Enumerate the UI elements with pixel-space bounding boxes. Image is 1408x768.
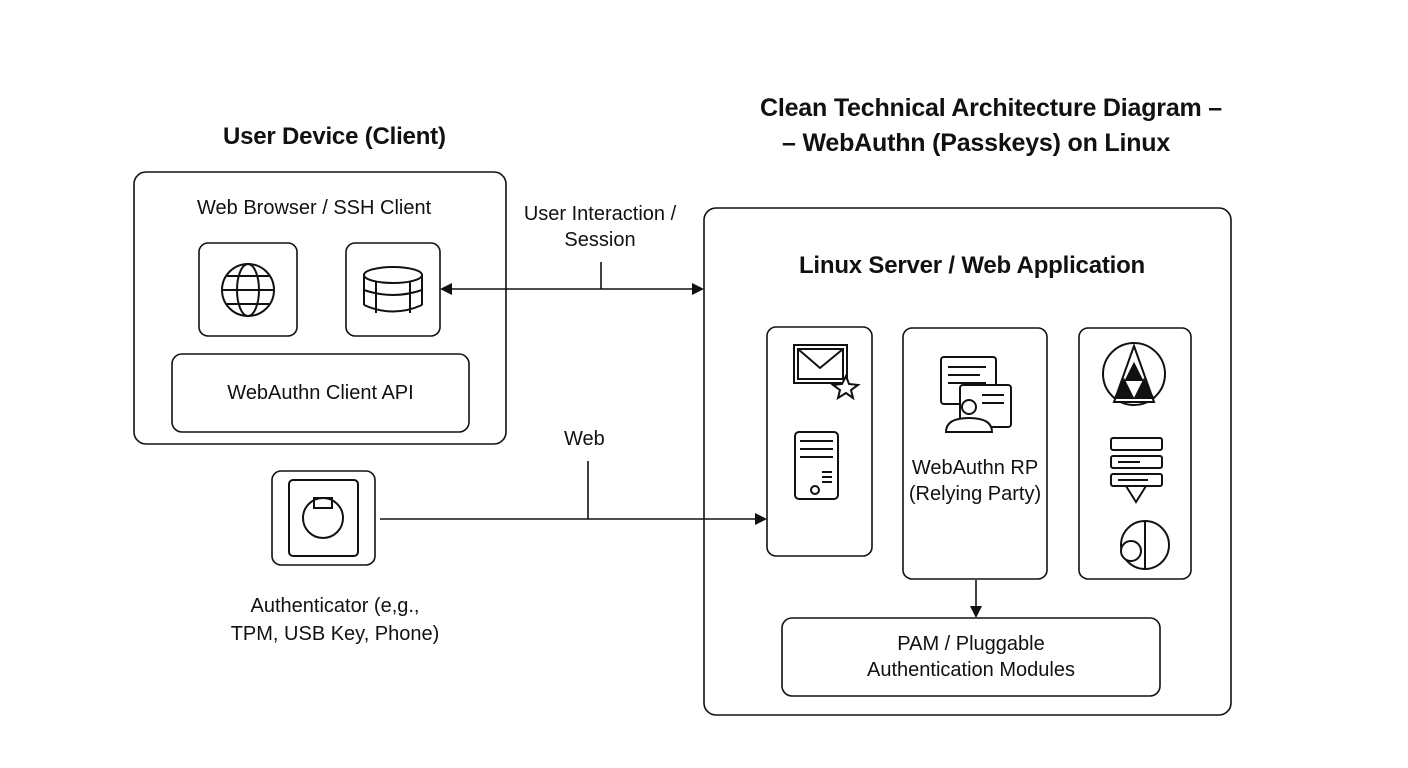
documents-user-icon [940, 356, 1012, 433]
web-label: Web [564, 428, 605, 450]
authenticator-label-line-1: Authenticator (e,g., [250, 595, 420, 617]
list-chat-icon [1110, 437, 1163, 504]
rp-label-line-2: (Relying Party) [908, 483, 1042, 505]
server-heading: Linux Server / Web Application [798, 252, 1146, 279]
mail-icon [793, 344, 861, 401]
webauthn-client-api-box[interactable] [171, 353, 470, 433]
globe-icon-box[interactable] [198, 242, 298, 337]
authenticator-box[interactable] [271, 470, 376, 566]
half-circle-icon [1120, 520, 1170, 570]
session-label-line-1: User Interaction / [523, 203, 677, 225]
client-heading: User Device (Client) [223, 123, 446, 150]
server-icon [794, 431, 839, 500]
browser-label: Web Browser / SSH Client [197, 197, 432, 219]
diagram-title-line-2: – WebAuthn (Passkeys) on Linux [782, 129, 1171, 157]
cylinder-icon-box[interactable] [345, 242, 441, 337]
session-label-line-2: Session [564, 229, 636, 251]
services-column [1078, 327, 1192, 580]
rp-label-line-1: WebAuthn RP [911, 457, 1039, 479]
pam-box[interactable] [781, 617, 1161, 697]
relying-party-box[interactable] [902, 327, 1048, 580]
triangle-logo-icon [1102, 342, 1166, 406]
webauthn-client-api-label: WebAuthn Client API [227, 382, 414, 404]
mail-server-column [766, 326, 873, 557]
security-key-icon [288, 479, 359, 557]
globe-icon [221, 263, 275, 317]
linux-server-box [703, 207, 1232, 716]
cylinder-icon [363, 266, 423, 313]
pam-label-line-1: PAM / Pluggable [897, 633, 1045, 655]
client-device-box [133, 171, 507, 445]
diagram-title-line-1: Clean Technical Architecture Diagram – [760, 94, 1223, 122]
authenticator-label-line-2: TPM, USB Key, Phone) [230, 623, 440, 645]
pam-label-line-2: Authentication Modules [867, 659, 1075, 681]
